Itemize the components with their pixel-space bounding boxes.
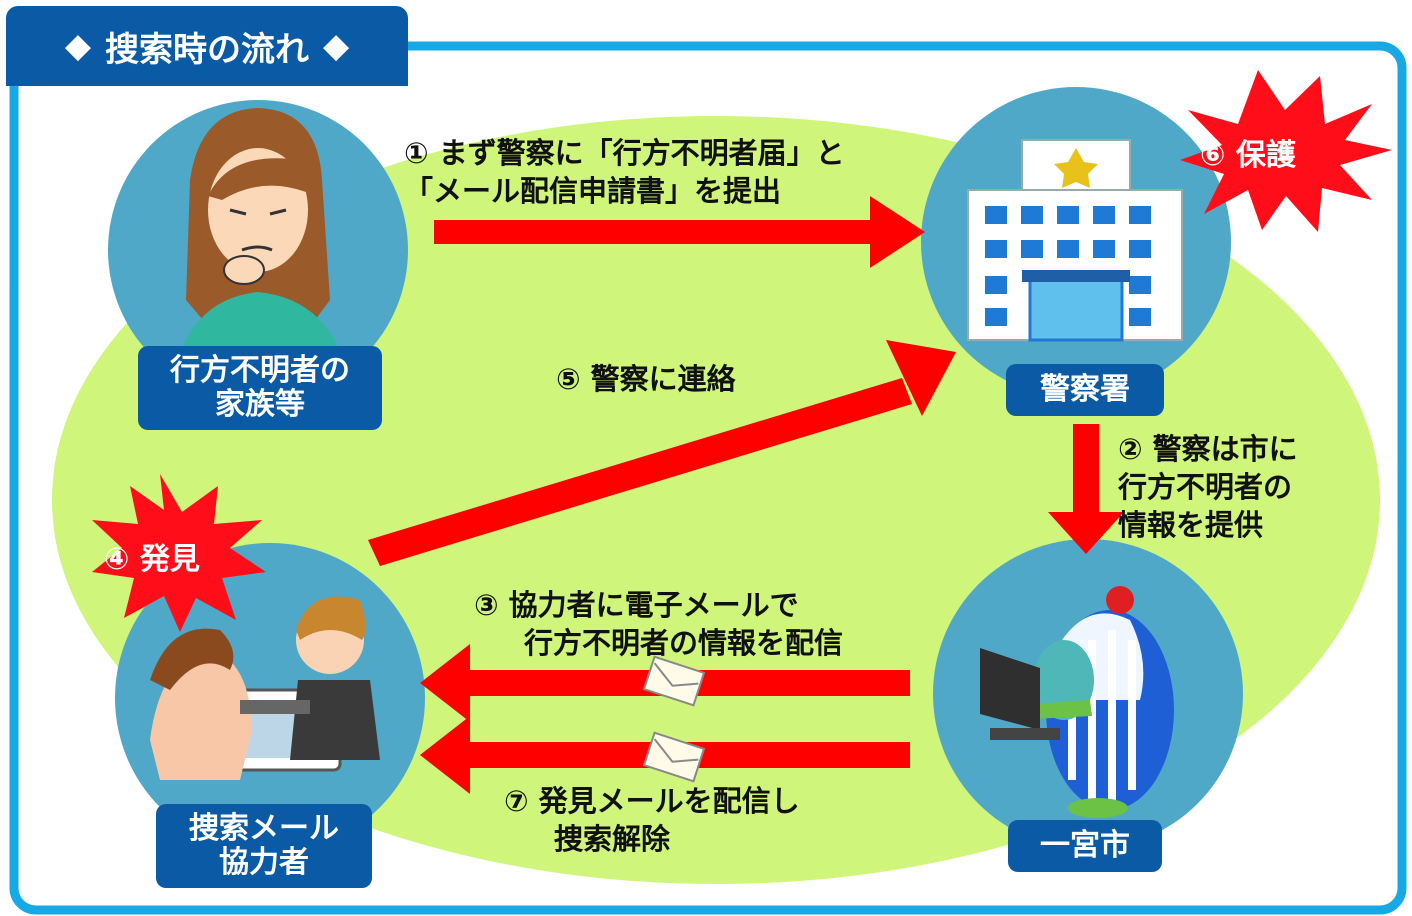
mascot-laptop-icon (980, 586, 1174, 818)
arrow-2 (1048, 424, 1124, 554)
family-label: 行方不明者の 家族等 (138, 346, 382, 430)
people-computer-icon (150, 596, 380, 780)
police-label: 警察署 (1006, 364, 1164, 416)
step-7-text: ⑦ 発見メールを配信し 捜索解除 (504, 782, 800, 858)
arrow-1 (434, 196, 925, 268)
step-1-text: ① まず警察に「行方不明者届」と 「メール配信申請書」を提出 (404, 134, 845, 210)
diamond-icon: ◆ (323, 26, 350, 66)
police-label-text: 警察署 (1040, 372, 1130, 407)
diamond-icon: ◆ (64, 26, 91, 66)
city-label-text: 一宮市 (1040, 828, 1130, 863)
cooperator-label-line1: 捜索メール (189, 811, 339, 846)
step-2-text: ② 警察は市に 行方不明者の 情報を提供 (1118, 430, 1298, 544)
burst-shape-4 (92, 474, 266, 632)
step-3-line1: ③ 協力者に電子メールで (474, 588, 799, 622)
step-5-text: ⑤ 警察に連絡 (556, 360, 736, 398)
step-5-line1: ⑤ 警察に連絡 (556, 362, 736, 396)
step-3-line2: 行方不明者の情報を配信 (524, 626, 844, 660)
step-7-line2: 捜索解除 (554, 822, 671, 856)
envelope-icon (642, 731, 706, 783)
step-1-line2: 「メール配信申請書」を提出 (404, 174, 782, 208)
step-6-burst-label: ⑥ 保護 (1200, 138, 1296, 173)
step-2-line3: 情報を提供 (1118, 508, 1264, 542)
step-1-line1: ① まず警察に「行方不明者届」と (404, 136, 845, 170)
step-3-text: ③ 協力者に電子メールで 行方不明者の情報を配信 (474, 586, 843, 662)
family-label-line2: 家族等 (215, 387, 305, 422)
city-label: 一宮市 (1008, 820, 1162, 872)
cooperator-label-line2: 協力者 (219, 845, 309, 880)
family-label-line1: 行方不明者の (170, 353, 350, 388)
envelope-icon (642, 655, 706, 707)
burst-shape-6 (1180, 70, 1392, 232)
step-7-line1: ⑦ 発見メールを配信し (504, 784, 800, 818)
arrow-5 (368, 340, 956, 566)
police-building-icon (967, 139, 1183, 342)
step-2-line2: 行方不明者の (1118, 470, 1293, 504)
title-tab: ◆ 搜索時の流れ ◆ (6, 6, 408, 86)
page-title: 搜索時の流れ (105, 29, 309, 70)
step-4-burst-label: ④ 発見 (104, 542, 200, 577)
step-2-line1: ② 警察は市に (1118, 432, 1298, 466)
cooperator-label: 捜索メール 協力者 (156, 804, 372, 888)
